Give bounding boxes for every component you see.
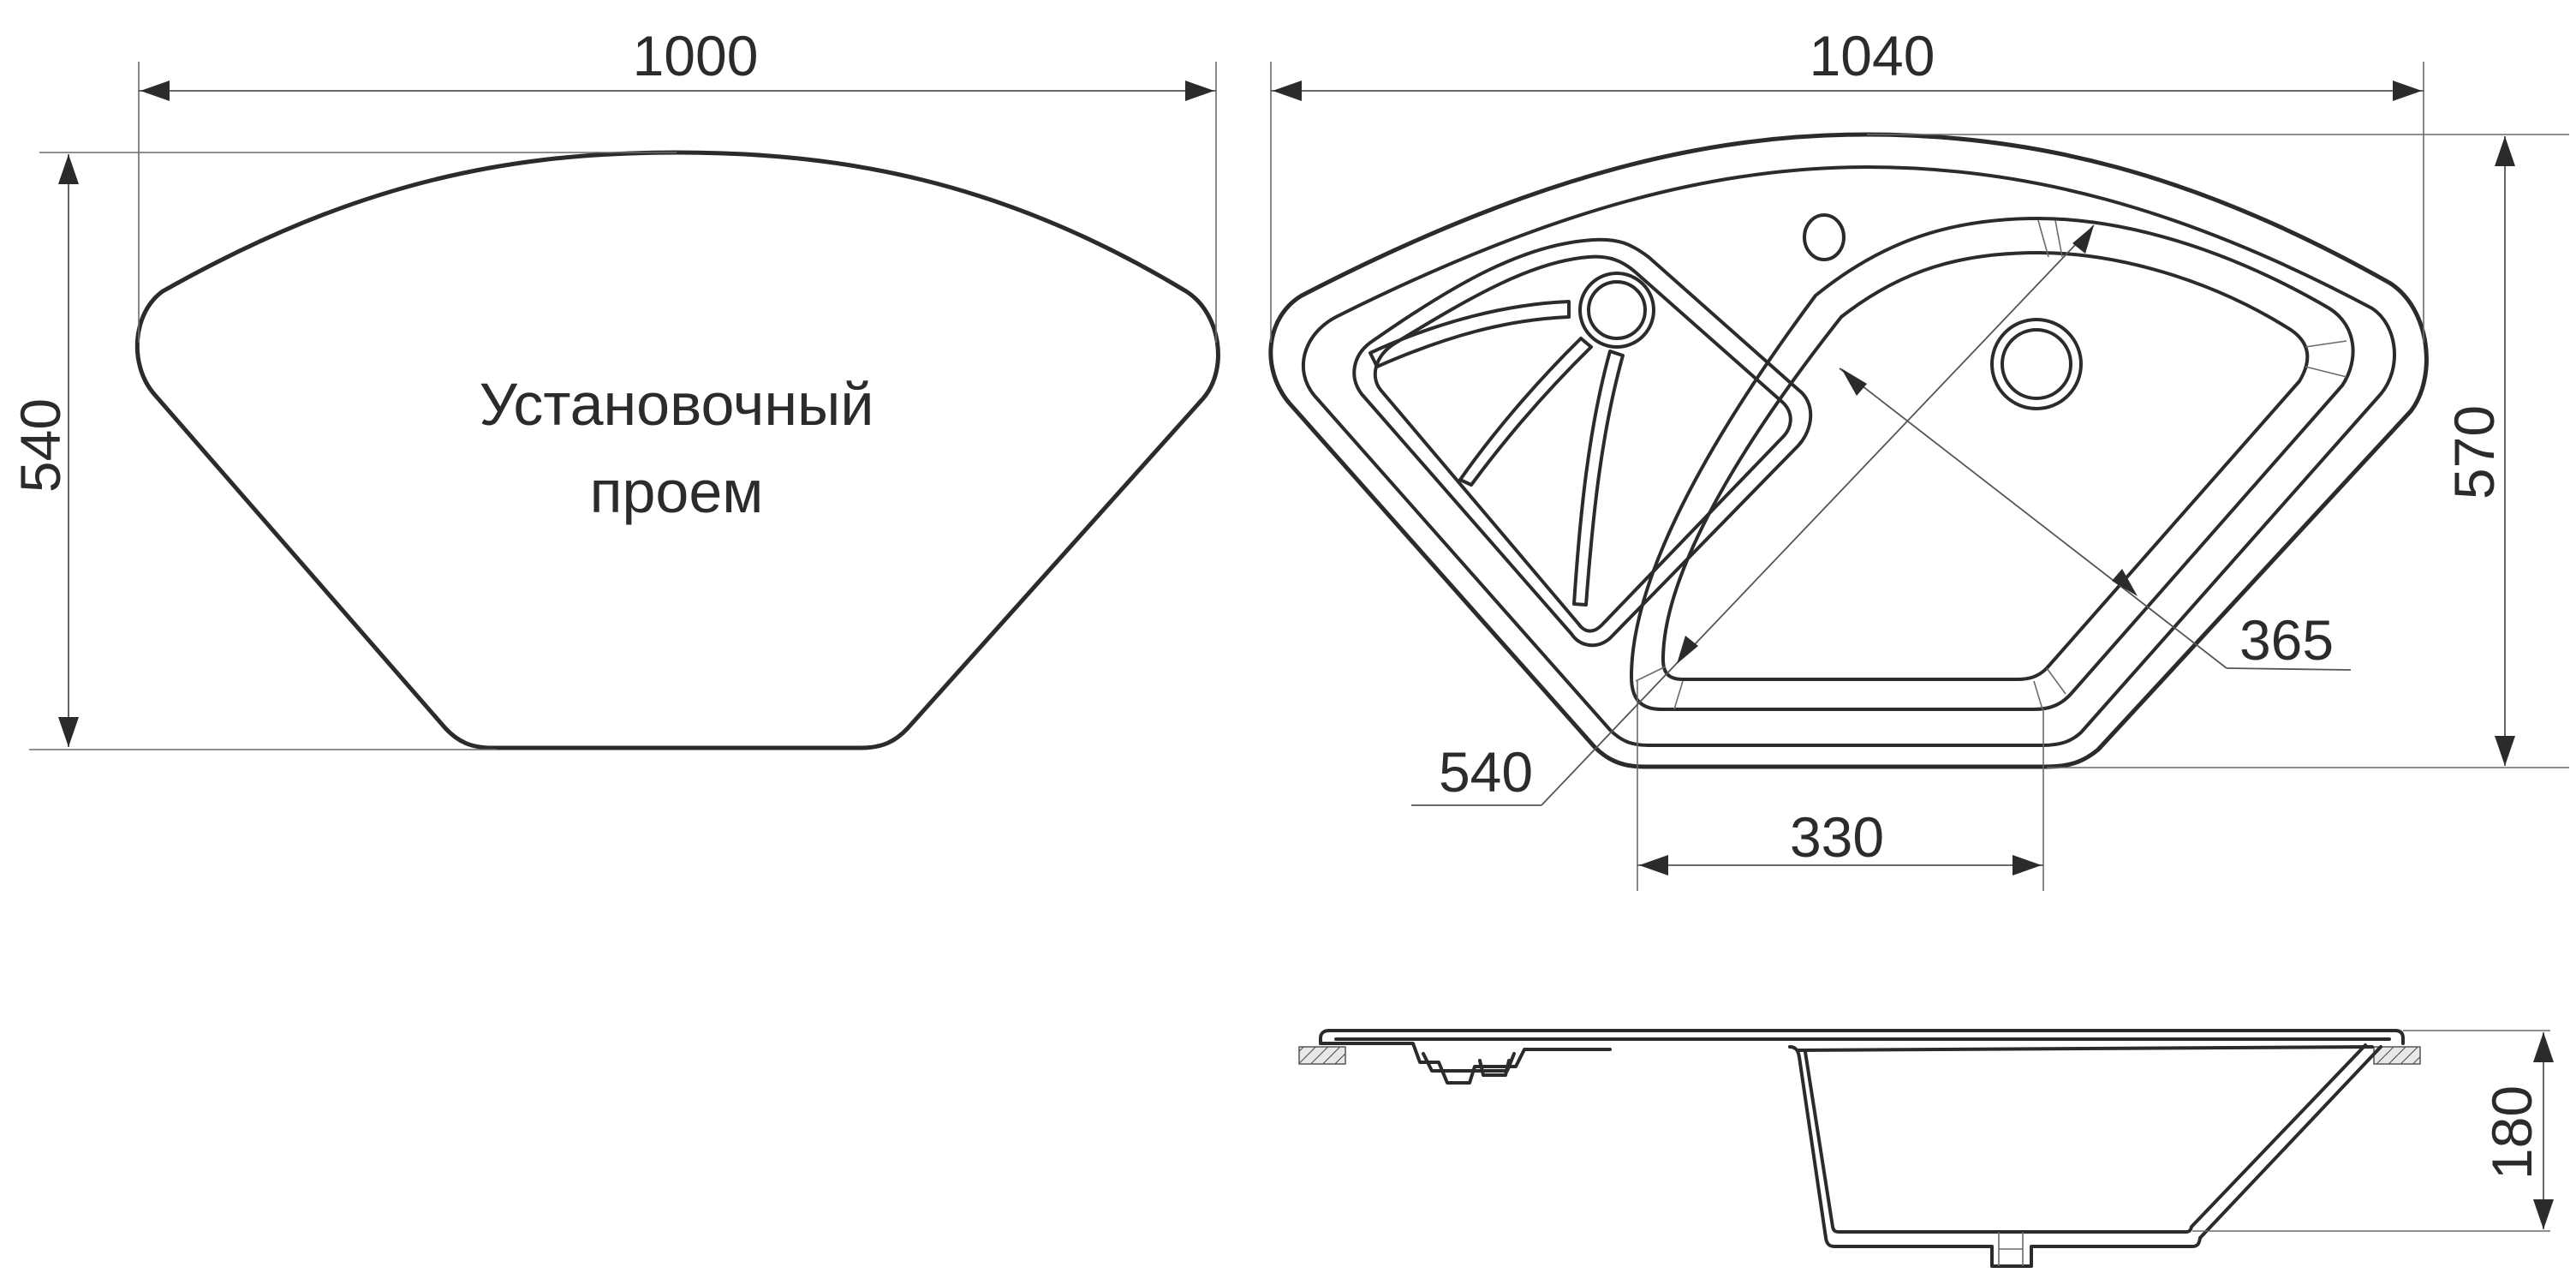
countertop-left (1298, 1046, 1346, 1065)
bowl-diagonal-dimension-365: 365 (1839, 368, 2352, 672)
cutout-width-dimension: 1000 (139, 24, 1216, 101)
cutout-height-label: 540 (9, 398, 72, 493)
sink-width-label: 1040 (1810, 24, 1935, 87)
bowl-drain-outer (1990, 318, 2083, 410)
sink-top-view: 1040 570 365 540 (1268, 24, 2569, 891)
sink-outer-rim (1268, 132, 2429, 769)
drainboard-drain-outer (1578, 272, 1655, 349)
drainboard-inner (1373, 254, 1792, 633)
sink-width-dimension: 1040 (1271, 24, 2424, 101)
sink-side-view: 180 (1298, 1029, 2554, 1268)
bowl-inner (1661, 251, 2310, 681)
bowl-bottom-width-label: 330 (1790, 805, 1884, 869)
bowl-drain-inner (2001, 328, 2072, 400)
side-bowl-inner (1804, 1043, 2367, 1234)
bowl-bottom-width-dimension: 330 (1637, 805, 2043, 876)
sink-inner-rim (1301, 165, 2396, 747)
cutout-height-dimension: 540 (9, 154, 79, 747)
bowl-outer (1630, 217, 2355, 711)
drainboard-groove-1 (1368, 300, 1571, 368)
bowl-diagonal-label-540: 540 (1439, 740, 1533, 804)
bowl-diagonal-label-365: 365 (2239, 608, 2334, 672)
tap-hole (1803, 213, 1846, 261)
cutout-label-line1: Установочный (480, 371, 874, 438)
side-bowl-outer (1788, 1045, 2382, 1268)
cutout-width-label: 1000 (633, 24, 759, 87)
drainboard-groove-3 (1572, 350, 1625, 607)
bowl-diagonal-dimension-540: 540 (1411, 224, 2095, 806)
drainboard-groove-2 (1458, 337, 1593, 487)
cutout-view: 1000 540 Установочный проем (9, 24, 1220, 750)
drainboard-outline (1352, 237, 1813, 648)
drainboard-drain-inner (1587, 280, 1647, 340)
side-depth-dimension: 180 (2192, 1030, 2554, 1232)
side-rim (1319, 1029, 2405, 1045)
cutout-outline (134, 150, 1220, 750)
countertop-right (2373, 1046, 2421, 1065)
side-depth-label: 180 (2480, 1085, 2543, 1180)
sink-height-dimension: 570 (2442, 136, 2515, 766)
cutout-label-line2: проем (590, 458, 764, 525)
sink-height-label: 570 (2442, 405, 2506, 499)
